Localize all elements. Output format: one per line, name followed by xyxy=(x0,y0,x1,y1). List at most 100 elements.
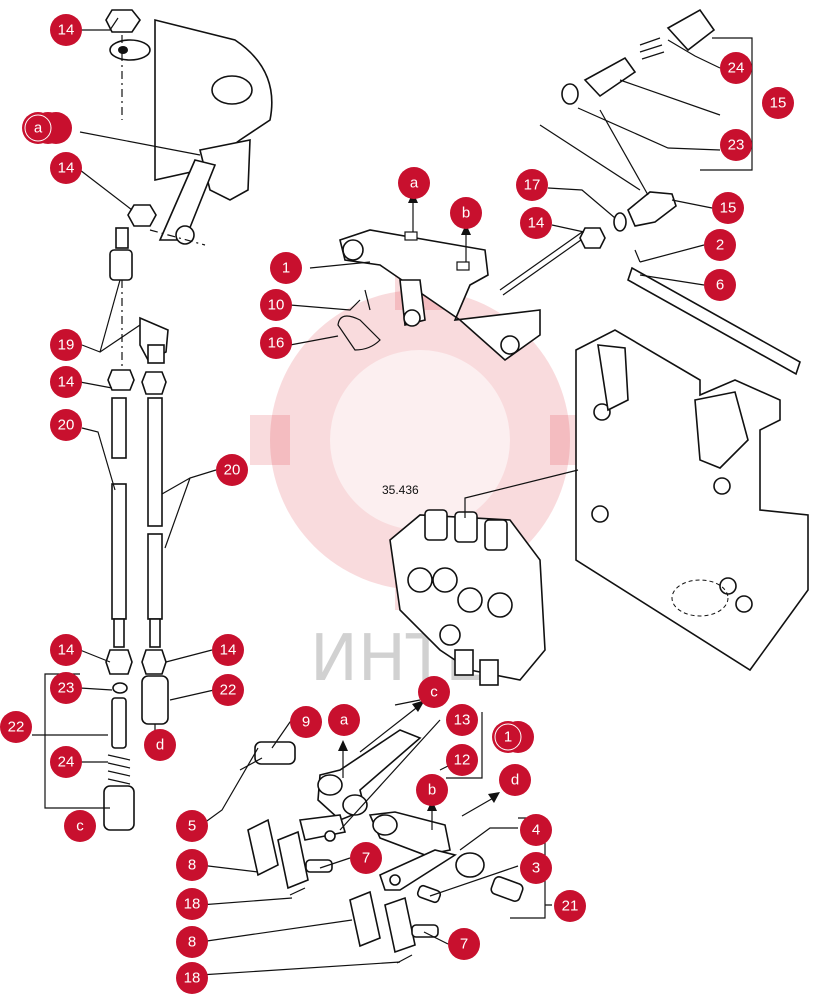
callout-label: 22 xyxy=(220,682,237,699)
callout-7-upper[interactable]: 7 xyxy=(350,842,382,874)
callout-label: a xyxy=(340,712,349,729)
callout-label: 3 xyxy=(532,860,540,877)
callout-label: b xyxy=(428,782,436,799)
callout-24-left[interactable]: 24 xyxy=(50,746,82,778)
callout-2[interactable]: 2 xyxy=(704,229,736,261)
callout-b-top[interactable]: b xyxy=(450,197,482,229)
callout-a-bottom[interactable]: a xyxy=(328,704,360,736)
callout-label: 6 xyxy=(716,277,724,294)
callout-label: 23 xyxy=(58,680,75,697)
callout-label: 19 xyxy=(58,337,75,354)
callout-label: 16 xyxy=(268,335,285,352)
bottom-linkage-assembly xyxy=(239,700,524,964)
callout-label: 5 xyxy=(188,818,196,835)
callout-18-upper[interactable]: 18 xyxy=(176,888,208,920)
callout-8-upper[interactable]: 8 xyxy=(176,849,208,881)
callout-label: 14 xyxy=(58,374,75,391)
callout-label: 1 xyxy=(504,729,512,746)
callout-24-top[interactable]: 24 xyxy=(720,52,752,84)
reference-label: 35.436 xyxy=(382,483,419,497)
callout-label: 15 xyxy=(720,200,737,217)
callout-6[interactable]: 6 xyxy=(704,269,736,301)
control-valve-block: 35.436 xyxy=(382,469,579,686)
callout-label: 18 xyxy=(184,970,201,987)
callout-label: 24 xyxy=(728,60,745,77)
callout-14-rod-bottom-right[interactable]: 14 xyxy=(212,634,244,666)
callout-23-left[interactable]: 23 xyxy=(50,672,82,704)
callout-label: c xyxy=(430,684,438,701)
callout-21[interactable]: 21 xyxy=(554,890,586,922)
callout-badges: 14 a 14 19 14 20 20 14 23 22 22 24 c d 1… xyxy=(0,14,794,994)
callout-label: b xyxy=(462,205,470,222)
callout-label: 20 xyxy=(224,462,241,479)
callout-19[interactable]: 19 xyxy=(50,329,82,361)
callout-d-bottom[interactable]: d xyxy=(499,764,531,796)
callout-label: 15 xyxy=(770,95,787,112)
callout-label: 14 xyxy=(528,215,545,232)
callout-3[interactable]: 3 xyxy=(520,852,552,884)
callout-20-right[interactable]: 20 xyxy=(216,454,248,486)
callout-23-top[interactable]: 23 xyxy=(720,129,752,161)
callout-10[interactable]: 10 xyxy=(260,289,292,321)
callout-label: 17 xyxy=(524,177,541,194)
callout-a-left[interactable]: a xyxy=(22,112,72,144)
callout-label: 23 xyxy=(728,137,745,154)
callout-label: 7 xyxy=(460,936,468,953)
callout-c-bottom[interactable]: c xyxy=(418,676,450,708)
callout-label: 8 xyxy=(188,934,196,951)
callout-label: d xyxy=(511,772,519,789)
callout-15-top[interactable]: 15 xyxy=(762,87,794,119)
callout-label: c xyxy=(76,818,84,835)
callout-8-lower[interactable]: 8 xyxy=(176,926,208,958)
callout-a-top[interactable]: a xyxy=(398,167,430,199)
callout-13[interactable]: 13 xyxy=(446,704,478,736)
callout-label: 8 xyxy=(188,857,196,874)
callout-9[interactable]: 9 xyxy=(290,706,322,738)
callout-label: 20 xyxy=(58,417,75,434)
callout-16[interactable]: 16 xyxy=(260,327,292,359)
callout-label: 14 xyxy=(220,642,237,659)
callout-20-left[interactable]: 20 xyxy=(50,409,82,441)
callout-5[interactable]: 5 xyxy=(176,810,208,842)
mounting-plate xyxy=(575,329,809,672)
callout-label: 10 xyxy=(268,297,285,314)
callout-1-bottom[interactable]: 1 xyxy=(492,721,534,753)
callout-22-left[interactable]: 22 xyxy=(0,711,32,743)
callout-label: 12 xyxy=(454,752,471,769)
callout-label: a xyxy=(34,120,43,137)
callout-14-top[interactable]: 14 xyxy=(50,14,82,46)
callout-label: a xyxy=(410,175,419,192)
callout-b-bottom[interactable]: b xyxy=(416,774,448,806)
callout-d-left[interactable]: d xyxy=(144,729,176,761)
callout-label: 2 xyxy=(716,237,724,254)
callout-label: d xyxy=(156,737,164,754)
callout-12[interactable]: 12 xyxy=(446,744,478,776)
left-lever-assembly xyxy=(103,9,273,831)
callout-1-top[interactable]: 1 xyxy=(270,252,302,284)
callout-label: 22 xyxy=(8,719,25,736)
callout-label: 1 xyxy=(282,260,290,277)
callout-label: 13 xyxy=(454,712,471,729)
callout-15-lower[interactable]: 15 xyxy=(712,192,744,224)
support-bracket-assembly xyxy=(337,8,801,376)
callout-label: 9 xyxy=(302,714,310,731)
callout-14-lever[interactable]: 14 xyxy=(50,152,82,184)
callout-label: 24 xyxy=(58,754,75,771)
callout-label: 4 xyxy=(532,822,540,839)
callout-label: 21 xyxy=(562,898,579,915)
callout-label: 14 xyxy=(58,160,75,177)
callout-c-left[interactable]: c xyxy=(64,810,96,842)
callout-18-lower[interactable]: 18 xyxy=(176,962,208,994)
callout-label: 7 xyxy=(362,850,370,867)
callout-label: 14 xyxy=(58,642,75,659)
callout-14-rod-top[interactable]: 14 xyxy=(50,366,82,398)
callout-7-lower[interactable]: 7 xyxy=(448,928,480,960)
callout-label: 14 xyxy=(58,22,75,39)
callout-17[interactable]: 17 xyxy=(516,169,548,201)
callout-4[interactable]: 4 xyxy=(520,814,552,846)
callout-14-rod-bottom-left[interactable]: 14 xyxy=(50,634,82,666)
callout-22-right[interactable]: 22 xyxy=(212,674,244,706)
callout-14-shaft[interactable]: 14 xyxy=(520,207,552,239)
callout-label: 18 xyxy=(184,896,201,913)
